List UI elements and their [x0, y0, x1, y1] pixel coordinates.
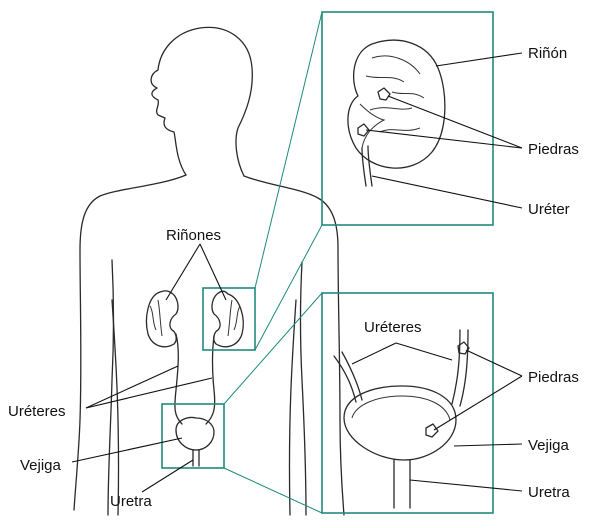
kidney-stone-1	[377, 87, 391, 101]
label-vejiga-inset: Vejiga	[528, 437, 570, 454]
label-rinones: Riñones	[166, 227, 221, 244]
bladder-inset-illustration	[333, 329, 470, 509]
bladder-callout-box	[161, 403, 225, 469]
kidney-stone-2	[357, 123, 370, 137]
body-ureter-left	[174, 333, 183, 425]
label-ureteres-inset: Uréteres	[364, 319, 422, 336]
label-piedras-bladder: Piedras	[528, 369, 579, 386]
kidney-connector-top	[254, 11, 323, 289]
kidney-connector-bottom	[254, 224, 323, 351]
kidney-callout-box	[202, 287, 256, 351]
leader-ureter	[371, 175, 523, 209]
label-ureter-inset: Uréter	[528, 201, 570, 218]
leader-rinones-1	[165, 243, 201, 301]
leader-vejiga-inset	[453, 443, 523, 447]
leader-piedras-2	[365, 129, 523, 149]
leader-ureteres-inset-2	[395, 342, 453, 361]
leader-ureteres-1	[85, 365, 179, 409]
body-kidney-left	[145, 290, 179, 348]
leader-rinon	[435, 52, 523, 67]
body-kidney-right	[211, 290, 244, 348]
bladder-stone	[425, 423, 439, 438]
leader-uretra-inset	[409, 479, 523, 492]
label-uretra-inset: Uretra	[528, 484, 570, 501]
leader-piedras-1	[387, 95, 523, 149]
leader-rinones-2	[199, 243, 227, 301]
leader-ureteres-inset-1	[351, 342, 397, 365]
label-rinon-inset: Riñón	[528, 45, 567, 62]
leader-vejiga	[71, 437, 183, 463]
leader-piedras-b2	[433, 375, 523, 431]
body-silhouette	[73, 26, 345, 516]
kidney-inset-illustration	[347, 39, 446, 187]
label-uretra-body: Uretra	[110, 493, 152, 510]
label-vejiga-body: Vejiga	[20, 457, 62, 474]
leader-piedras-b1	[465, 349, 523, 377]
bladder-connector-top	[223, 292, 323, 405]
bladder-inset-frame	[321, 292, 494, 514]
label-ureteres-body: Uréteres	[8, 403, 66, 420]
leader-uretra	[141, 459, 194, 493]
kidney-inset-frame	[321, 11, 494, 226]
bladder-connector-bottom	[223, 467, 323, 514]
label-piedras-kidney: Piedras	[528, 141, 579, 158]
body-bladder	[175, 416, 215, 467]
leader-ureteres-2	[85, 377, 213, 409]
